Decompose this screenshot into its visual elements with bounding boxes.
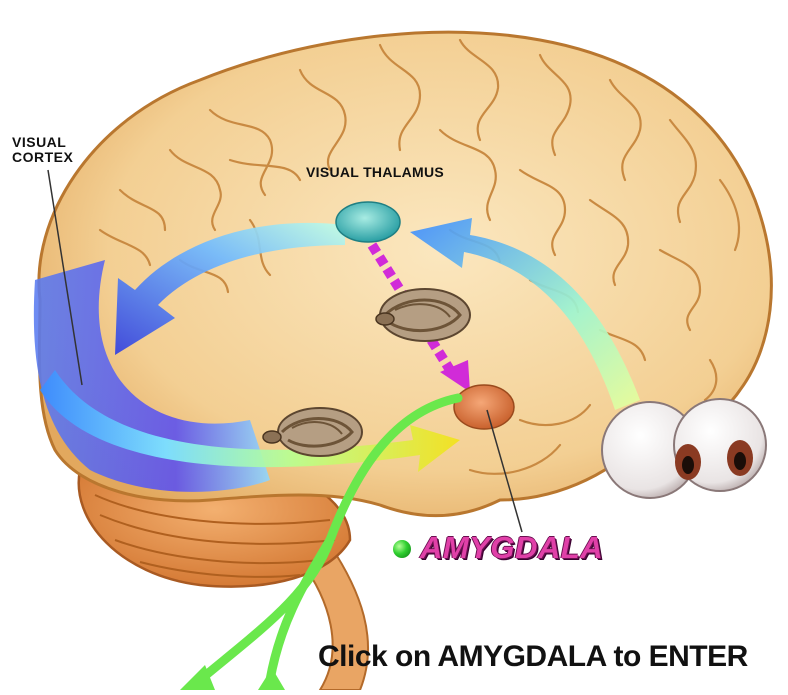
amygdala-link[interactable]: AMYGDALA <box>420 532 603 565</box>
amygdala-shape <box>454 385 514 429</box>
visual-thalamus-label: VISUAL THALAMUS <box>306 165 444 180</box>
enter-instruction: Click on AMYGDALA to ENTER <box>318 640 748 674</box>
visual-cortex-label: VISUAL CORTEX <box>12 135 73 164</box>
visual-thalamus-shape <box>336 202 400 242</box>
green-dot-icon[interactable] <box>393 540 411 558</box>
